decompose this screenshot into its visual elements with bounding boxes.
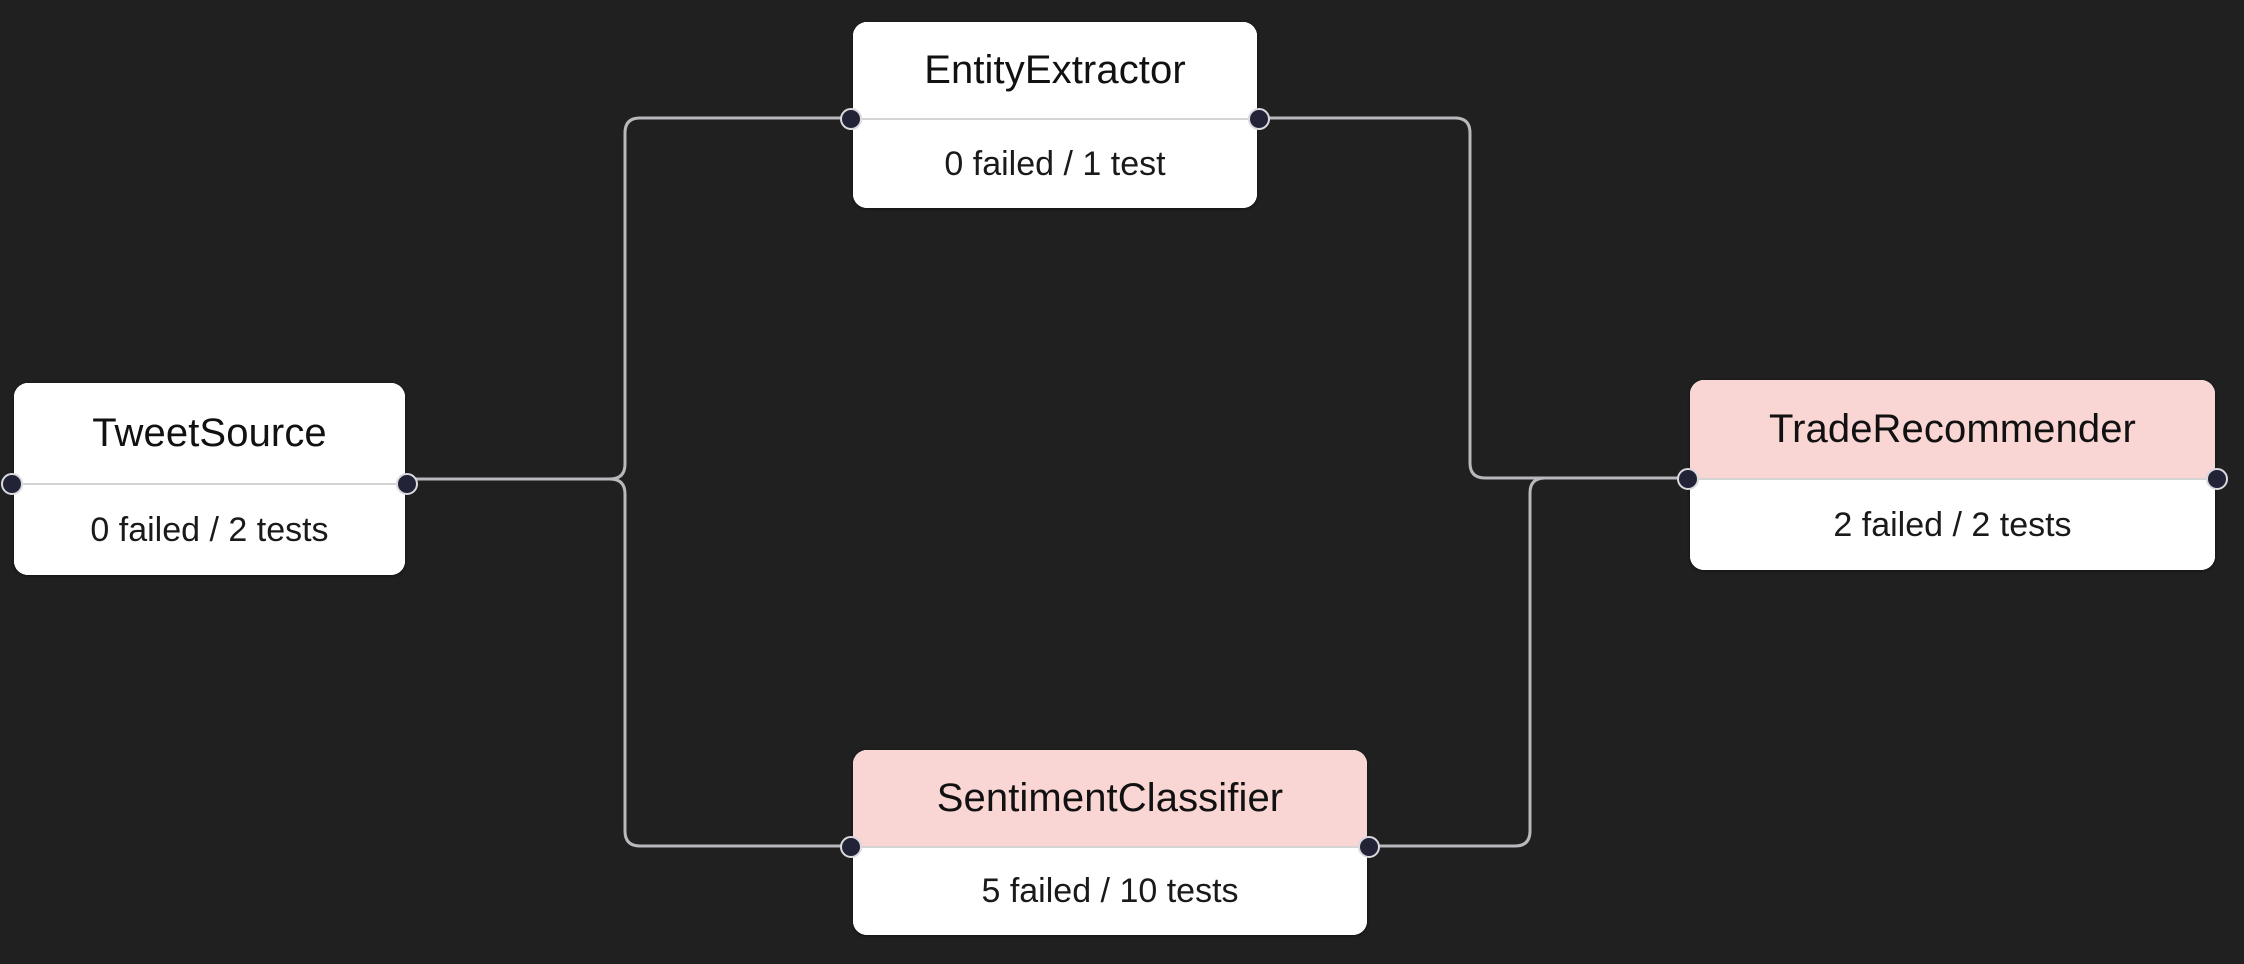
- edge-sentiment-classifier-to-trade-recommender[interactable]: [1365, 476, 1692, 848]
- node-divider: [1690, 478, 2215, 480]
- node-title: SentimentClassifier: [853, 750, 1367, 846]
- node-title: TweetSource: [14, 383, 405, 483]
- node-divider: [853, 118, 1257, 120]
- handle-left-tweet-source[interactable]: [1, 473, 23, 495]
- edge-entity-extractor-to-trade-recommender[interactable]: [1255, 116, 1692, 480]
- node-test-summary: 5 failed / 10 tests: [853, 848, 1367, 935]
- edge-tweet-source-to-entity-extractor[interactable]: [403, 116, 855, 481]
- handle-left-sentiment-classifier[interactable]: [840, 836, 862, 858]
- handle-left-trade-recommender[interactable]: [1677, 468, 1699, 490]
- handle-right-sentiment-classifier[interactable]: [1358, 836, 1380, 858]
- handle-right-trade-recommender[interactable]: [2206, 468, 2228, 490]
- node-test-summary: 2 failed / 2 tests: [1690, 480, 2215, 570]
- node-divider: [14, 483, 405, 485]
- node-title: TradeRecommender: [1690, 380, 2215, 478]
- node-test-summary: 0 failed / 2 tests: [14, 485, 405, 575]
- edge-tweet-source-to-sentiment-classifier[interactable]: [403, 477, 855, 848]
- node-divider: [853, 846, 1367, 848]
- handle-right-tweet-source[interactable]: [396, 473, 418, 495]
- handle-right-entity-extractor[interactable]: [1248, 108, 1270, 130]
- node-title: EntityExtractor: [853, 22, 1257, 118]
- node-test-summary: 0 failed / 1 test: [853, 120, 1257, 208]
- handle-left-entity-extractor[interactable]: [840, 108, 862, 130]
